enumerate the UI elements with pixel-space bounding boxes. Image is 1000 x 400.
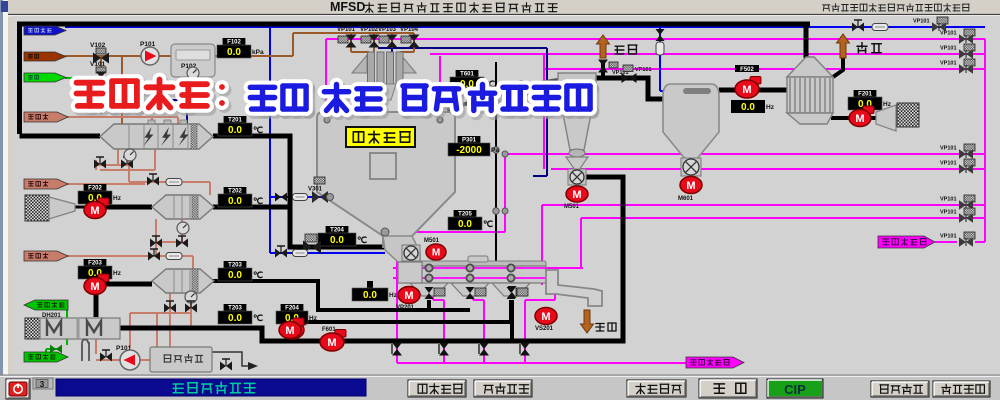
svg-text:0.0: 0.0 — [88, 193, 102, 204]
svg-text:℃: ℃ — [483, 219, 493, 229]
svg-text:0.0: 0.0 — [228, 196, 242, 207]
svg-text:P301: P301 — [462, 138, 477, 144]
svg-text:kPa: kPa — [252, 49, 264, 56]
svg-text:V101: V101 — [90, 61, 106, 68]
svg-text:V301: V301 — [308, 187, 323, 193]
svg-text:VP101: VP101 — [635, 67, 652, 73]
svg-text:Hz: Hz — [766, 104, 775, 111]
svg-text:P101: P101 — [140, 41, 156, 48]
svg-text:Hz: Hz — [389, 292, 398, 299]
svg-text:℃: ℃ — [357, 235, 367, 245]
svg-text:3: 3 — [40, 380, 45, 389]
svg-text:0.0: 0.0 — [228, 313, 242, 324]
svg-text:P101: P101 — [116, 345, 132, 352]
svg-text:0.0: 0.0 — [88, 268, 102, 279]
svg-text:M: M — [686, 180, 695, 192]
svg-text:0.0: 0.0 — [228, 125, 242, 136]
svg-text:Hz: Hz — [309, 315, 318, 322]
svg-text:T203: T203 — [228, 263, 242, 269]
svg-text:0.0: 0.0 — [741, 102, 755, 113]
svg-text:M: M — [285, 325, 294, 337]
svg-text:Hz: Hz — [113, 195, 122, 202]
svg-text:F502: F502 — [740, 67, 754, 73]
svg-text:VP101: VP101 — [337, 27, 356, 33]
svg-text:0.0: 0.0 — [858, 99, 872, 110]
svg-text:VP201: VP201 — [396, 305, 415, 311]
svg-text:VP101: VP101 — [940, 234, 957, 240]
svg-text:Hz: Hz — [883, 101, 892, 108]
svg-text:T205: T205 — [458, 212, 472, 218]
svg-text:M601: M601 — [678, 196, 694, 202]
svg-text:M: M — [572, 189, 581, 201]
svg-text:M: M — [742, 84, 751, 96]
svg-text:VS201: VS201 — [535, 326, 554, 332]
svg-text:VP103: VP103 — [378, 27, 397, 33]
svg-text:T202: T202 — [228, 189, 242, 195]
svg-text:Pa: Pa — [491, 147, 499, 154]
svg-text:F102: F102 — [227, 40, 241, 46]
svg-text:VP101: VP101 — [612, 70, 629, 76]
svg-text:V102: V102 — [90, 42, 106, 49]
svg-text:℃: ℃ — [253, 125, 263, 135]
svg-text:M: M — [327, 337, 336, 349]
svg-text:CIP: CIP — [784, 382, 806, 397]
svg-text:-2000: -2000 — [456, 145, 482, 156]
svg-text:VP101: VP101 — [940, 210, 957, 216]
svg-text:M501: M501 — [424, 238, 440, 244]
svg-text:VP101: VP101 — [940, 146, 957, 152]
svg-text:VP101: VP101 — [940, 161, 957, 167]
svg-text:0.0: 0.0 — [363, 290, 377, 301]
svg-text:0.0: 0.0 — [285, 313, 299, 324]
svg-text:F204: F204 — [285, 306, 299, 312]
svg-text:F202: F202 — [88, 186, 102, 192]
svg-text:VP101: VP101 — [940, 61, 957, 67]
svg-text:VP101: VP101 — [940, 46, 957, 52]
svg-text:VP101: VP101 — [913, 19, 930, 25]
svg-text:VP102: VP102 — [360, 27, 379, 33]
svg-text:M501: M501 — [564, 204, 580, 210]
svg-text:T203: T203 — [228, 306, 242, 312]
svg-text:MFSD: MFSD — [330, 0, 365, 14]
svg-text:0.0: 0.0 — [228, 270, 242, 281]
svg-text:F201: F201 — [858, 92, 872, 98]
svg-text:P102: P102 — [181, 63, 197, 70]
svg-text:DH201: DH201 — [42, 313, 61, 319]
svg-text:℃: ℃ — [253, 313, 263, 323]
svg-text:T201: T201 — [228, 118, 242, 124]
svg-text:Hz: Hz — [113, 270, 122, 277]
svg-text:VP101: VP101 — [940, 31, 957, 37]
svg-text:0.0: 0.0 — [227, 47, 241, 58]
svg-text:0.0: 0.0 — [460, 79, 474, 90]
svg-text:VP101: VP101 — [940, 197, 957, 203]
svg-text:M: M — [404, 290, 413, 302]
svg-text:M: M — [541, 311, 550, 323]
svg-text:VP104: VP104 — [400, 27, 419, 33]
svg-text:M: M — [90, 205, 99, 217]
svg-text:F203: F203 — [88, 261, 102, 267]
svg-text:0.0: 0.0 — [458, 219, 472, 230]
svg-text:M: M — [855, 113, 864, 125]
svg-text:M: M — [432, 248, 440, 259]
svg-text:M: M — [90, 281, 99, 293]
svg-text:℃: ℃ — [253, 270, 263, 280]
svg-text:T601: T601 — [460, 72, 474, 78]
svg-text:℃: ℃ — [253, 196, 263, 206]
svg-text:T204: T204 — [330, 228, 344, 234]
svg-text:0.0: 0.0 — [330, 235, 344, 246]
svg-text:F601: F601 — [322, 327, 336, 333]
